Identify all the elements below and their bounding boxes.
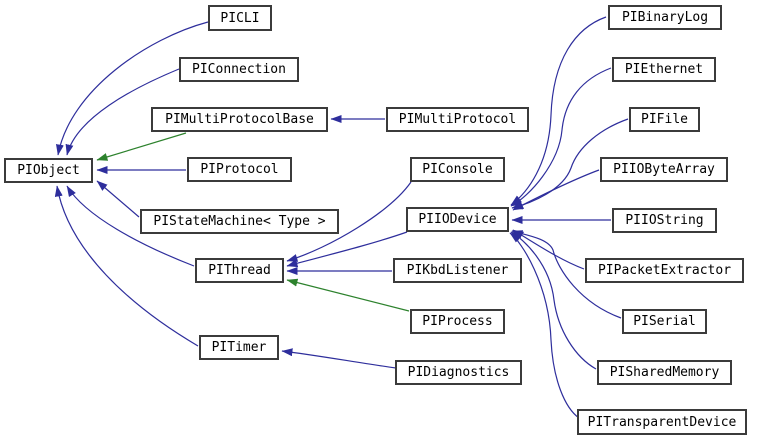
class-node-pibinarylog[interactable]: PIBinaryLog xyxy=(608,5,722,30)
class-node-pikbdlistener[interactable]: PIKbdListener xyxy=(393,258,522,283)
class-node-piprotocol[interactable]: PIProtocol xyxy=(187,157,292,182)
class-node-picli[interactable]: PICLI xyxy=(208,5,272,31)
inheritance-edge-piconnection-to-piobject xyxy=(65,68,180,156)
inheritance-edge-pitransparentdevice-to-piiodevice xyxy=(509,232,580,419)
class-node-piprocess[interactable]: PIProcess xyxy=(410,309,505,334)
inheritance-edge-piserial-to-piiodevice xyxy=(511,230,622,319)
class-node-piobject[interactable]: PIObject xyxy=(4,158,93,183)
inheritance-edge-pimultiprotocolbase-to-piobject xyxy=(96,132,187,161)
class-node-piiobytearray[interactable]: PIIOByteArray xyxy=(600,157,728,182)
inheritance-edge-pisharedmemory-to-piiodevice xyxy=(510,231,597,370)
class-node-piiostring[interactable]: PIIOString xyxy=(612,208,717,233)
class-node-pimultiprotocolbase[interactable]: PIMultiProtocolBase xyxy=(151,107,328,132)
inheritance-edge-pibinarylog-to-piiodevice xyxy=(510,16,607,206)
class-node-pifile[interactable]: PIFile xyxy=(629,107,700,132)
inheritance-edge-picli-to-piobject xyxy=(55,21,209,156)
class-node-piiodevice[interactable]: PIIODevice xyxy=(406,207,509,232)
inheritance-edge-pistatemachine-to-piobject xyxy=(96,180,140,218)
class-node-pithread[interactable]: PIThread xyxy=(195,258,284,283)
class-node-pipacketextractor[interactable]: PIPacketExtractor xyxy=(585,258,744,283)
inheritance-edge-piconsole-to-pithread xyxy=(286,181,412,262)
class-node-piethernet[interactable]: PIEthernet xyxy=(612,57,716,82)
class-node-pisharedmemory[interactable]: PISharedMemory xyxy=(597,360,732,385)
class-node-piconnection[interactable]: PIConnection xyxy=(179,57,299,82)
class-node-pitimer[interactable]: PITimer xyxy=(199,335,279,360)
class-node-pistatemachine[interactable]: PIStateMachine< Type > xyxy=(140,209,339,234)
class-node-pimultiprotocol[interactable]: PIMultiProtocol xyxy=(386,107,529,132)
inheritance-edge-pidiagnostics-to-pitimer xyxy=(281,348,397,369)
class-node-piconsole[interactable]: PIConsole xyxy=(410,157,505,182)
class-node-pitransparentdevice[interactable]: PITransparentDevice xyxy=(577,409,747,435)
class-node-pidiagnostics[interactable]: PIDiagnostics xyxy=(395,360,522,385)
inheritance-edge-pitimer-to-piobject xyxy=(54,185,199,347)
inheritance-edge-piiodevice-to-pithread xyxy=(286,231,408,268)
inheritance-edge-piethernet-to-piiodevice xyxy=(510,67,612,207)
inheritance-edge-piiobytearray-to-piiodevice xyxy=(512,169,600,211)
inheritance-edge-piprocess-to-pithread xyxy=(286,278,410,312)
inheritance-edge-pifile-to-piiodevice xyxy=(511,118,629,210)
class-node-piserial[interactable]: PISerial xyxy=(622,309,707,334)
inheritance-edge-pithread-to-piobject xyxy=(66,185,195,267)
